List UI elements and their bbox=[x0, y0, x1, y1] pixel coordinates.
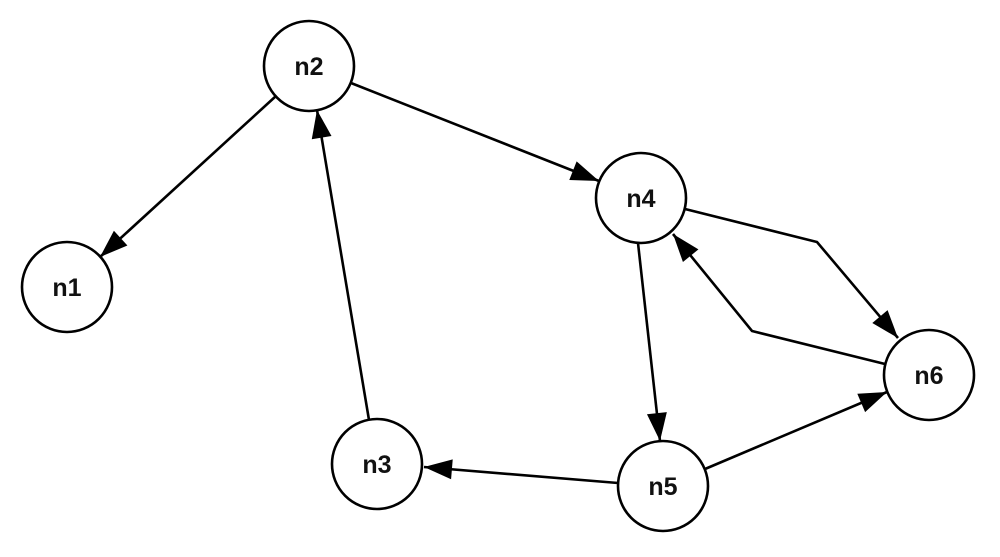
arrowhead-n2-n1 bbox=[100, 230, 128, 257]
arrowhead-n5-n3 bbox=[424, 459, 453, 480]
arrowhead-n6-n4 bbox=[673, 234, 699, 263]
edge-n2-n1 bbox=[99, 95, 277, 258]
edge-n4-n6 bbox=[684, 207, 899, 339]
node-label-n4: n4 bbox=[626, 185, 655, 213]
edge-n5-n6 bbox=[704, 390, 888, 471]
node-n3 bbox=[330, 417, 424, 511]
node-n6 bbox=[882, 328, 976, 422]
edge-n3-n2 bbox=[315, 109, 371, 421]
node-label-n3: n3 bbox=[362, 451, 391, 479]
edge-n2-n4 bbox=[350, 81, 600, 183]
edge-n4-n5 bbox=[636, 242, 662, 442]
arrowhead-n5-n6 bbox=[857, 392, 887, 413]
node-n1 bbox=[20, 240, 114, 334]
arrowhead-n4-n5 bbox=[646, 412, 667, 441]
node-label-n5: n5 bbox=[648, 473, 677, 501]
arrowhead-n2-n4 bbox=[569, 161, 599, 181]
node-n2 bbox=[262, 19, 356, 113]
arrowhead-n3-n2 bbox=[311, 110, 332, 140]
node-label-n1: n1 bbox=[52, 274, 81, 302]
node-label-n6: n6 bbox=[914, 362, 943, 390]
node-label-n2: n2 bbox=[294, 53, 323, 81]
node-n5 bbox=[616, 439, 710, 533]
edge-n6-n4 bbox=[671, 233, 886, 366]
node-n4 bbox=[594, 151, 688, 245]
edge-n5-n3 bbox=[423, 465, 619, 485]
arrowhead-n4-n6 bbox=[872, 310, 898, 338]
